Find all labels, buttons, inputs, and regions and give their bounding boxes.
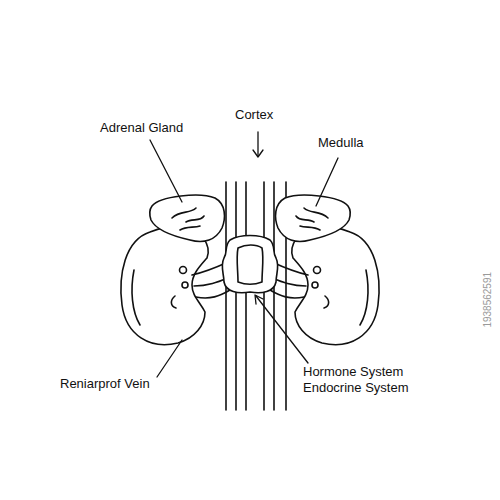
system-label: Hormone System — [303, 365, 403, 380]
right-adrenal-gland — [276, 195, 351, 241]
part-label: Adrenal Gland — [100, 121, 183, 136]
system-label: Endocrine System — [303, 381, 409, 396]
leader-lines — [150, 132, 338, 377]
watermark: 1938562591 — [482, 272, 494, 328]
left-adrenal-gland — [150, 195, 225, 241]
part-label: Medulla — [318, 136, 364, 151]
central-gland — [222, 236, 278, 293]
part-label: Reniarprof Vein — [60, 377, 150, 392]
part-label: Cortex — [235, 108, 273, 123]
